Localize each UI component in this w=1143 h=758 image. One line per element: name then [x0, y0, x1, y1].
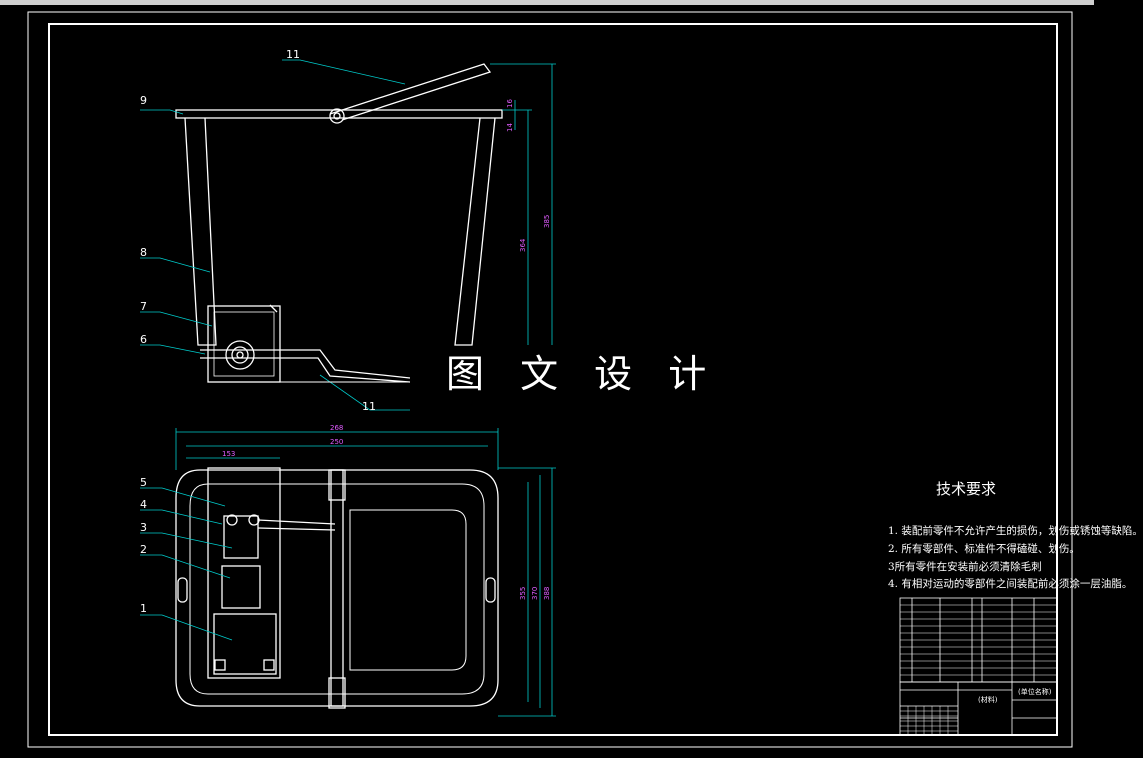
- part-label-6: 6: [140, 333, 147, 346]
- tech-note-1: 1. 装配前零件不允许产生的损伤，划伤或锈蚀等缺陷。: [888, 525, 1143, 537]
- part-labels: 1 2 3 4 5 6 7 8 9 11 11: [140, 48, 376, 615]
- inner-frame: [48, 23, 1058, 736]
- dim-250: 250: [330, 438, 343, 446]
- top-view-dimensions: [175, 428, 556, 717]
- bom-rows: [900, 604, 1057, 676]
- tech-requirements-title: 技术要求: [936, 480, 997, 498]
- front-view: [175, 63, 503, 383]
- dim-385: 385: [543, 215, 551, 228]
- top-view: [175, 467, 499, 709]
- front-view-dimensions: [490, 63, 556, 345]
- window-top-bar: [0, 0, 1094, 5]
- watermark-text: 图 文 设 计: [446, 352, 719, 396]
- tech-note-3: 3所有零件在安装前必须清除毛刺: [888, 561, 1042, 573]
- outer-frame: [27, 11, 1073, 748]
- leader-lines-top: [140, 487, 233, 641]
- tech-note-4: 4. 有相对运动的零部件之间装配前必须涂一层油脂。: [888, 578, 1133, 590]
- title-block-grid: [900, 706, 958, 735]
- top-dim-texts: 268 250 153 388 370 355: [222, 424, 551, 600]
- part-label-1: 1: [140, 602, 147, 615]
- part-label-9: 9: [140, 94, 147, 107]
- title-block: [899, 681, 1058, 736]
- part-label-8: 8: [140, 246, 147, 259]
- dim-268: 268: [330, 424, 343, 432]
- company-text: (单位名称): [1018, 687, 1052, 696]
- part-label-4: 4: [140, 498, 147, 511]
- title-block-texts: (材料) (单位名称): [978, 687, 1052, 704]
- material-text: (材料): [978, 695, 998, 704]
- dim-153: 153: [222, 450, 235, 458]
- leader-lines-front: [140, 59, 410, 411]
- dim-388: 388: [543, 587, 551, 600]
- dim-16: 16: [506, 99, 514, 108]
- dim-14: 14: [506, 123, 514, 132]
- dim-370: 370: [531, 587, 539, 600]
- front-dim-texts: 385 364 16 14: [506, 99, 551, 252]
- part-label-5: 5: [140, 476, 147, 489]
- part-label-11-bottom: 11: [362, 400, 376, 413]
- part-label-7: 7: [140, 300, 147, 313]
- tech-note-2: 2. 所有零部件、标准件不得磕碰、划伤。: [888, 543, 1080, 555]
- part-label-2: 2: [140, 543, 147, 556]
- dim-355: 355: [519, 587, 527, 600]
- cad-drawing-canvas: 385 364 16 14: [27, 11, 1073, 748]
- part-label-11-top: 11: [286, 48, 300, 61]
- part-label-3: 3: [140, 521, 147, 534]
- dim-364: 364: [519, 238, 527, 252]
